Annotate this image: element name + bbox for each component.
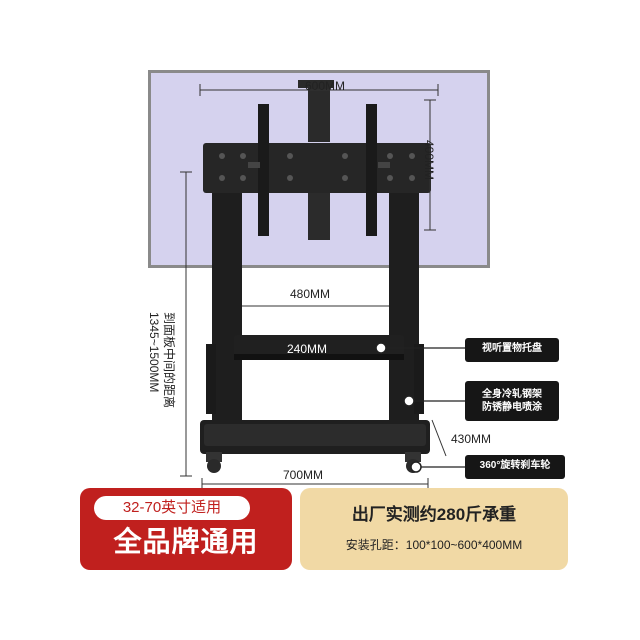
shelf-callout: 视听置物托盘 (465, 338, 559, 362)
hole-spacing-text: 安装孔距：100*100~600*400MM (345, 538, 523, 552)
frame-callout: 全身冷轧钢架 防锈静电喷涂 (465, 381, 559, 421)
compatibility-banner: 32-70英寸适用 全品牌通用 (80, 488, 292, 570)
base-width-label: 700MM (283, 468, 324, 482)
load-spec-banner: 出厂实测约280斤承重 安装孔距：100*100~600*400MM (300, 488, 568, 570)
height-label-value: 1345~1500MM (147, 312, 161, 393)
universal-brand-title: 全品牌通用 (113, 526, 259, 557)
height-label-text: 到面板中间的距离 (162, 312, 176, 409)
column-spacing-label: 480MM (290, 287, 331, 301)
wheel-callout-text: 360°旋转刹车轮 (479, 460, 551, 471)
wheel-callout: 360°旋转刹车轮 (465, 455, 565, 479)
right-bracket (366, 104, 377, 236)
load-capacity-title: 出厂实测约280斤承重 (351, 505, 517, 524)
height-label: 到面板中间的距离 1345~1500MM (146, 312, 176, 472)
size-range-pill: 32-70英寸适用 (94, 496, 250, 520)
mount-width-label: 600MM (305, 79, 346, 93)
left-column (212, 185, 242, 443)
left-bracket (258, 104, 269, 236)
shelf-callout-text: 视听置物托盘 (482, 343, 542, 354)
top-arm-post (308, 86, 330, 142)
center-column (308, 190, 330, 240)
top-arm (298, 80, 334, 88)
shelf-width-label: 240MM (287, 342, 328, 356)
frame-callout-line1: 全身冷轧钢架 (482, 389, 542, 400)
av-shelf (234, 335, 404, 357)
base-depth-label: 430MM (451, 432, 492, 446)
mount-height-label: 400MM (422, 140, 436, 181)
frame-callout-line2: 防锈静电喷涂 (482, 402, 542, 413)
mount-plate (203, 143, 431, 193)
